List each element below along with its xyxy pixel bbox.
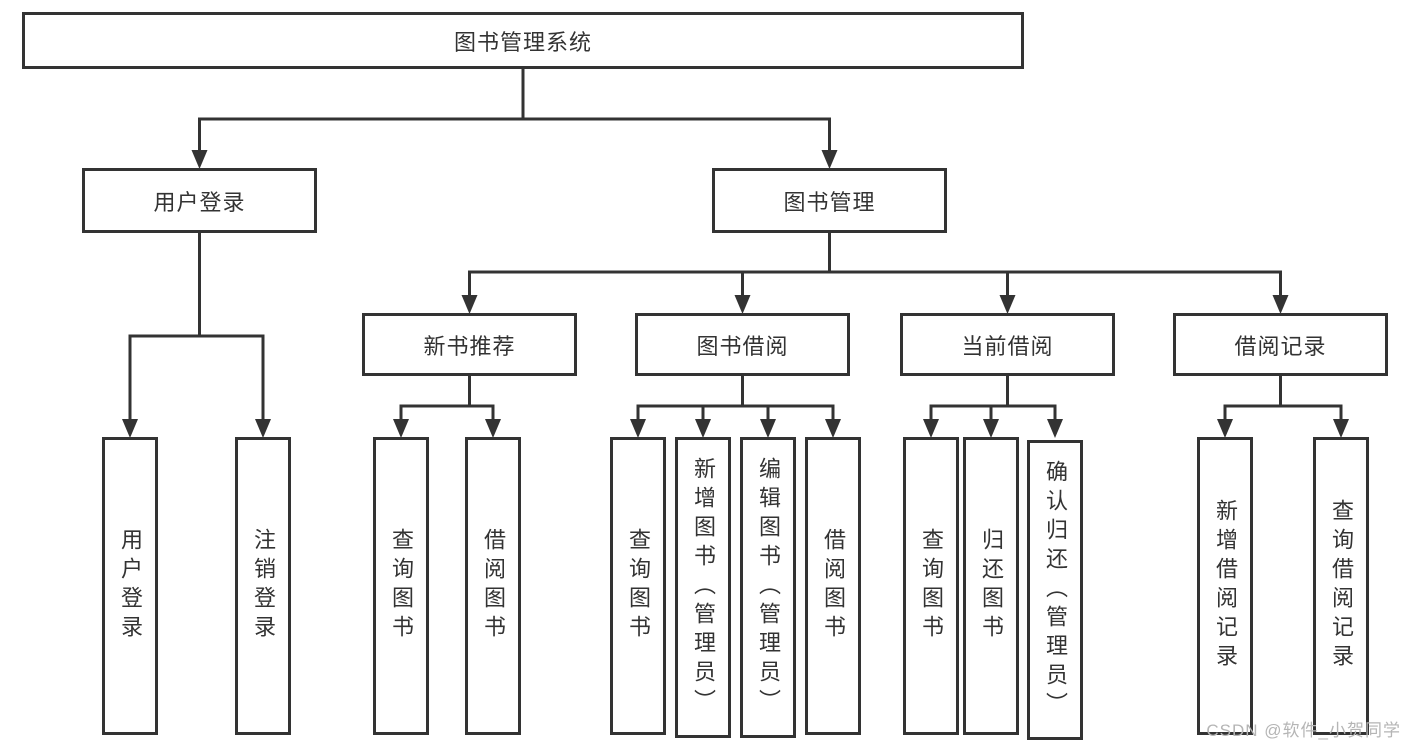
node-borrowing-records: 借阅记录: [1173, 313, 1388, 376]
leaf-return-books-label: 归还图书: [979, 528, 1004, 644]
connector-root-to-level2: [191, 69, 838, 169]
leaf-borrow-books-borrow-label: 借阅图书: [821, 528, 846, 644]
leaf-query-books-current: 查询图书: [903, 437, 959, 735]
connector-current-borrowing-to-leaves: [923, 376, 1063, 438]
leaf-logout-login: 注销登录: [235, 437, 291, 735]
leaf-edit-books-admin: 编辑图书（管理员）: [740, 437, 796, 738]
leaf-query-books-recommend-label: 查询图书: [389, 528, 414, 644]
leaf-query-books-recommend: 查询图书: [373, 437, 429, 735]
leaf-user-login: 用户登录: [102, 437, 158, 735]
node-current-borrowing: 当前借阅: [900, 313, 1115, 376]
node-root: 图书管理系统: [22, 12, 1024, 69]
connector-user-login-to-leaves: [122, 233, 271, 438]
leaf-user-login-label: 用户登录: [118, 528, 143, 644]
connector-borrowing-records-to-leaves: [1217, 376, 1349, 438]
leaf-query-books-borrow-label: 查询图书: [626, 528, 651, 644]
connector-book-borrowing-to-leaves: [630, 376, 841, 438]
connector-new-book-recommend-to-leaves: [393, 376, 501, 438]
leaf-query-borrow-record-label: 查询借阅记录: [1329, 499, 1354, 673]
leaf-confirm-return-admin: 确认归还（管理员）: [1027, 440, 1083, 740]
leaf-add-borrow-record-label: 新增借阅记录: [1213, 499, 1238, 673]
node-book-borrowing-label: 图书借阅: [696, 333, 789, 359]
leaf-edit-books-admin-label: 编辑图书（管理员）: [756, 457, 781, 718]
leaf-add-borrow-record: 新增借阅记录: [1197, 437, 1253, 735]
watermark: CSDN @软件_小贺同学: [1206, 721, 1401, 740]
leaf-add-books-admin-label: 新增图书（管理员）: [691, 457, 716, 718]
node-root-label: 图书管理系统: [453, 29, 592, 55]
leaf-borrow-books-recommend-label: 借阅图书: [481, 528, 506, 644]
node-user-login: 用户登录: [82, 168, 317, 233]
leaf-query-books-borrow: 查询图书: [610, 437, 666, 735]
leaf-borrow-books-borrow: 借阅图书: [805, 437, 861, 735]
node-new-book-recommend: 新书推荐: [362, 313, 577, 376]
node-book-management: 图书管理: [712, 168, 947, 233]
leaf-borrow-books-recommend: 借阅图书: [465, 437, 521, 735]
node-borrowing-records-label: 借阅记录: [1234, 333, 1327, 359]
leaf-query-borrow-record: 查询借阅记录: [1313, 437, 1369, 735]
leaf-query-books-current-label: 查询图书: [919, 528, 944, 644]
leaf-logout-login-label: 注销登录: [251, 528, 276, 644]
node-current-borrowing-label: 当前借阅: [961, 333, 1054, 359]
leaf-confirm-return-admin-label: 确认归还（管理员）: [1043, 459, 1068, 721]
connector-book-management-to-level3: [461, 233, 1289, 314]
node-new-book-recommend-label: 新书推荐: [423, 333, 516, 359]
node-user-login-label: 用户登录: [153, 189, 246, 215]
leaf-add-books-admin: 新增图书（管理员）: [675, 437, 731, 738]
leaf-return-books: 归还图书: [963, 437, 1019, 735]
node-book-borrowing: 图书借阅: [635, 313, 850, 376]
node-book-management-label: 图书管理: [783, 189, 876, 215]
